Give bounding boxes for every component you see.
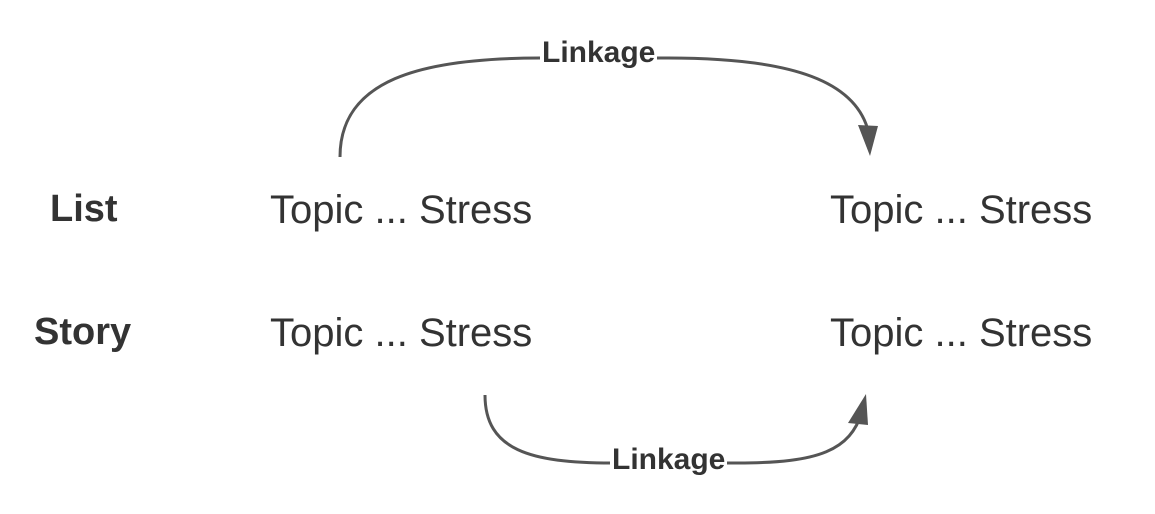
- top-linkage-label: Linkage: [540, 36, 658, 69]
- bottom-linkage-label: Linkage: [610, 443, 728, 476]
- list-linkage-arrowhead: [858, 125, 878, 156]
- list-linkage-arrow: [338, 56, 872, 158]
- list-left-topic-stress: Topic ... Stress: [270, 188, 533, 232]
- story-left-topic-stress: Topic ... Stress: [270, 311, 533, 355]
- story-right-topic-stress: Topic ... Stress: [830, 311, 1093, 355]
- story-row-label: Story: [34, 311, 132, 353]
- list-row-label: List: [50, 188, 118, 230]
- story-linkage-arrowhead: [848, 394, 868, 425]
- list-right-topic-stress: Topic ... Stress: [830, 188, 1093, 232]
